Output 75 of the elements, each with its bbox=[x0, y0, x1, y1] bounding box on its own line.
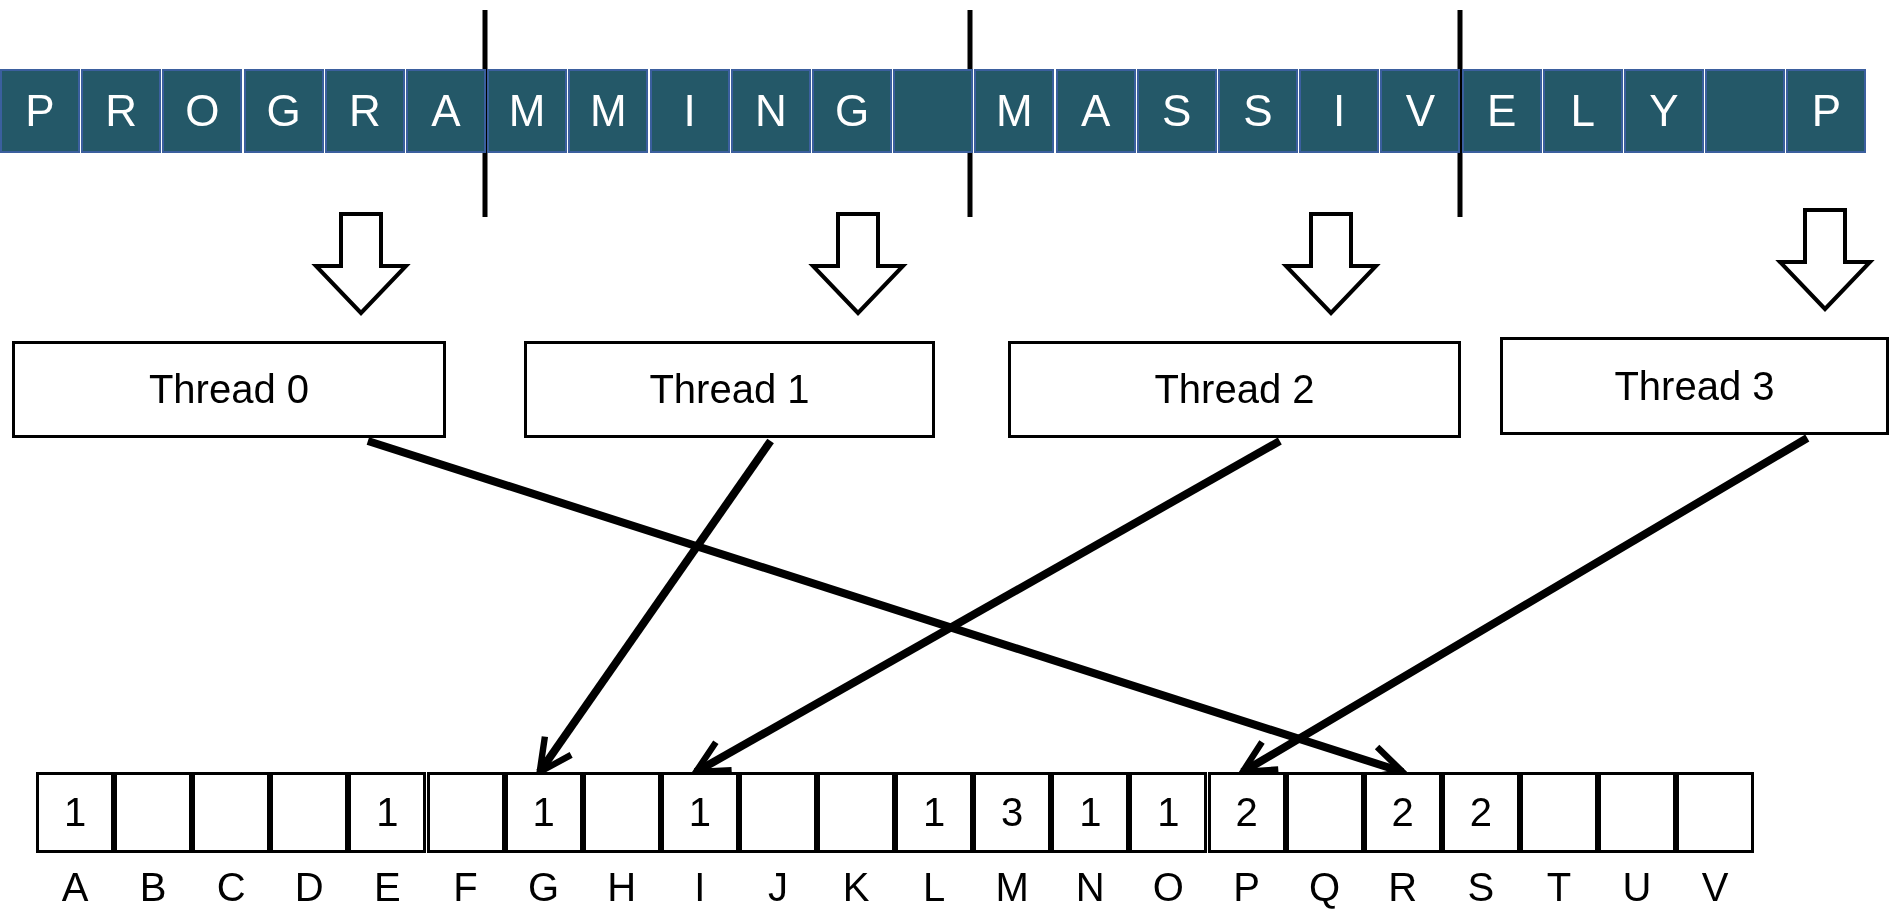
empty-count-cell bbox=[1676, 772, 1755, 853]
letter-cell: N bbox=[730, 69, 811, 153]
thread-box: Thread 3 bbox=[1500, 337, 1889, 435]
bin-letter: F bbox=[452, 865, 479, 910]
hollow-arrow bbox=[808, 212, 908, 316]
count-cell: 1 bbox=[348, 772, 427, 853]
letter-cell: O bbox=[162, 69, 243, 153]
letter-cell: M bbox=[487, 69, 568, 153]
space-cell bbox=[893, 69, 974, 153]
count-cell: 2 bbox=[1441, 772, 1520, 853]
space-cell bbox=[1705, 69, 1786, 153]
bin-letter: Q bbox=[1308, 865, 1342, 910]
thread-box: Thread 0 bbox=[12, 341, 446, 438]
bin-letter: S bbox=[1466, 865, 1496, 910]
letter-cell: G bbox=[812, 69, 892, 153]
thread-box: Thread 1 bbox=[524, 341, 935, 438]
bin-letter: K bbox=[841, 865, 871, 910]
letter-cell: P bbox=[1786, 69, 1867, 153]
letter-cell: A bbox=[1055, 69, 1136, 153]
bin-letter: H bbox=[606, 865, 638, 910]
letter-cell: A bbox=[406, 69, 486, 153]
bin-letter: E bbox=[373, 865, 402, 910]
count-cell: 2 bbox=[1207, 772, 1286, 853]
bin-letter: A bbox=[60, 865, 90, 910]
hollow-arrow bbox=[1775, 208, 1875, 312]
count-cell: 1 bbox=[895, 772, 974, 853]
empty-count-cell bbox=[817, 772, 895, 853]
bin-letter: D bbox=[293, 865, 325, 910]
letter-cell: G bbox=[243, 69, 324, 153]
empty-count-cell bbox=[1285, 772, 1364, 853]
letter-cell: R bbox=[81, 69, 162, 153]
count-cell: 2 bbox=[1363, 772, 1442, 853]
bin-letter: C bbox=[215, 865, 247, 910]
empty-count-cell bbox=[582, 772, 661, 853]
letter-cell: S bbox=[1218, 69, 1298, 153]
bin-letter: L bbox=[921, 865, 947, 910]
empty-count-cell bbox=[738, 772, 817, 853]
hollow-arrow bbox=[311, 212, 411, 316]
count-cell: 1 bbox=[504, 772, 583, 853]
letter-cell: S bbox=[1136, 69, 1217, 153]
count-cell: 1 bbox=[1129, 772, 1208, 853]
empty-count-cell bbox=[426, 772, 505, 853]
letter-cell: V bbox=[1380, 69, 1461, 153]
bin-letter: I bbox=[693, 865, 707, 910]
bin-letter: U bbox=[1621, 865, 1653, 910]
bin-letter: N bbox=[1074, 865, 1106, 910]
bin-letter: V bbox=[1700, 865, 1730, 910]
bin-letter: B bbox=[138, 865, 168, 910]
empty-count-cell bbox=[114, 772, 193, 853]
bin-letter: O bbox=[1151, 865, 1185, 910]
empty-count-cell bbox=[270, 772, 349, 853]
count-cell: 1 bbox=[36, 772, 114, 853]
letter-cell: P bbox=[0, 69, 80, 153]
bin-letter: T bbox=[1545, 865, 1573, 910]
count-cell: 1 bbox=[1051, 772, 1130, 853]
letter-cell: R bbox=[324, 69, 405, 153]
letter-cell: I bbox=[1299, 69, 1380, 153]
letter-cell: Y bbox=[1624, 69, 1704, 153]
empty-count-cell bbox=[1519, 772, 1598, 853]
bin-letter: P bbox=[1232, 865, 1261, 910]
letter-cell: L bbox=[1542, 69, 1623, 153]
count-cell: 1 bbox=[660, 772, 739, 853]
thread-box: Thread 2 bbox=[1008, 341, 1461, 438]
count-cell: 3 bbox=[973, 772, 1052, 853]
letter-cell: E bbox=[1461, 69, 1542, 153]
letter-cell: M bbox=[568, 69, 649, 153]
letter-cell: M bbox=[974, 69, 1055, 153]
letter-cell: I bbox=[649, 69, 730, 153]
empty-count-cell bbox=[192, 772, 271, 853]
bin-letter: R bbox=[1387, 865, 1419, 910]
hollow-arrow bbox=[1281, 212, 1381, 316]
bin-letter: G bbox=[527, 865, 561, 910]
bin-letter: J bbox=[766, 865, 789, 910]
empty-count-cell bbox=[1598, 772, 1676, 853]
bin-letter: M bbox=[994, 865, 1030, 910]
